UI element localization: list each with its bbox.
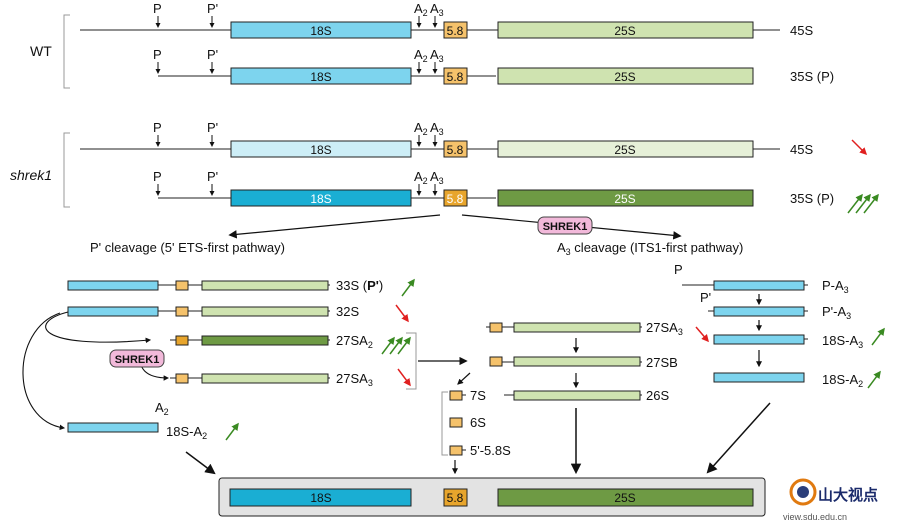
svg-text:18S: 18S (310, 143, 331, 157)
svg-text:山大视点: 山大视点 (818, 486, 878, 504)
18s-box (230, 67, 412, 85)
svg-text:P': P' (700, 290, 711, 305)
split-arrow-left (228, 214, 441, 239)
shrek1-label: shrek1 (10, 167, 52, 183)
shrek1-bracket (63, 132, 70, 208)
wt-bracket (63, 14, 70, 89)
6s-label: 6S (470, 415, 486, 430)
increase-arrow-icon (871, 327, 885, 346)
site-pp-label: P' (207, 47, 218, 62)
25s-label: 25S (614, 24, 635, 38)
18s-label: 18S (310, 24, 331, 38)
svg-text:18S: 18S (310, 491, 331, 505)
right-pathway-title: A3 cleavage (ITS1-first pathway) (557, 240, 743, 257)
svg-text:25S: 25S (614, 192, 635, 206)
middle-pathway: 27SA3 27SB 26S 7S 6S 5'-5.8S (441, 320, 683, 475)
pp-a3-label: P'-A3 (822, 304, 851, 321)
18s-a3-label: 18S-A3 (822, 333, 863, 350)
svg-text:P: P (674, 262, 683, 277)
5-8s-label: 5.8 (447, 24, 464, 38)
svg-text:18S: 18S (310, 192, 331, 206)
26s-label: 26S (646, 388, 669, 403)
site-a3-label: A3 (430, 1, 444, 18)
svg-text:SHREK1: SHREK1 (543, 221, 588, 233)
5-8s-label: 5.8 (447, 70, 464, 84)
decrease-arrow-icon (395, 304, 409, 323)
5-8s-box (443, 21, 468, 39)
45s-label: 45S (790, 23, 813, 38)
25s-box (497, 21, 754, 39)
wt-label: WT (30, 43, 52, 59)
25s-label: 25S (614, 70, 635, 84)
decrease-arrow-icon (695, 326, 709, 343)
mature-rrna-panel: 18S 5.8 25S (218, 477, 766, 517)
svg-text:25S: 25S (614, 491, 635, 505)
shrek1-45s-transcript: 18S 5.8 25S 45S (80, 139, 868, 158)
left-pathway-title: P' cleavage (5' ETS-first pathway) (90, 240, 285, 255)
wt-35s-transcript: 18S 5.8 25S 35S (P) (158, 67, 834, 85)
33s-label: 33S (P') (336, 278, 383, 293)
a2-site-label: A2 (155, 400, 169, 417)
increase-arrow-icon (867, 370, 881, 389)
site-p-label: P (153, 120, 162, 135)
18s-a2-label: 18S-A2 (166, 424, 207, 441)
watermark-logo: 山大视点 view.sdu.edu.cn (783, 478, 878, 522)
svg-text:view.sdu.edu.cn: view.sdu.edu.cn (783, 512, 847, 522)
decrease-arrow-icon (397, 368, 411, 387)
site-pp-label: P' (207, 1, 218, 16)
35s-label: 35S (P) (790, 69, 834, 84)
svg-text:45S: 45S (790, 142, 813, 157)
site-pp-label: P' (207, 120, 218, 135)
site-a3-label: A3 (430, 47, 444, 64)
18s-label: 18S (310, 70, 331, 84)
site-a3-label: A3 (430, 120, 444, 137)
increase-arrow-icon (225, 422, 239, 441)
site-p-label: P (153, 47, 162, 62)
27sa3-label: 27SA3 (336, 371, 373, 388)
27sa2-label: 27SA2 (336, 333, 373, 350)
25s-box (497, 67, 754, 85)
18s-a2-right-label: 18S-A2 (822, 372, 863, 389)
svg-text:35S (P): 35S (P) (790, 191, 834, 206)
shrek1-enzyme-badge (109, 349, 165, 368)
5-8s-box (443, 67, 468, 85)
increase-triple-arrow-icon (381, 336, 411, 355)
increase-triple-arrow-icon (847, 193, 879, 214)
7s-label: 7S (470, 388, 486, 403)
site-a2-label: A2 (414, 47, 428, 64)
shrek1-enzyme-badge (537, 216, 593, 235)
right-pathway: P P-A3 P' P'-A3 18S-A3 18S-A2 (674, 262, 885, 474)
svg-text:5.8: 5.8 (447, 192, 464, 206)
5-5-8s-label: 5'-5.8S (470, 443, 511, 458)
svg-text:5.8: 5.8 (447, 143, 464, 157)
site-p-label: P (153, 1, 162, 16)
site-p-label: P (153, 169, 162, 184)
site-a3-label: A3 (430, 169, 444, 186)
wt-45s-transcript: 18S 5.8 25S 45S (80, 21, 813, 39)
increase-arrow-icon (401, 278, 415, 297)
svg-text:5.8: 5.8 (447, 491, 464, 505)
27sa3-mid-label: 27SA3 (646, 320, 683, 337)
decrease-arrow-icon (851, 139, 868, 156)
p-a3-label: P-A3 (822, 278, 849, 295)
site-a2-label: A2 (414, 169, 428, 186)
site-pp-label: P' (207, 169, 218, 184)
18s-box (230, 21, 412, 39)
shrek1-35s-transcript: 18S 5.8 25S 35S (P) (158, 189, 879, 214)
svg-text:25S: 25S (614, 143, 635, 157)
svg-text:SHREK1: SHREK1 (115, 354, 160, 366)
27sb-label: 27SB (646, 355, 678, 370)
left-pathway: 33S (P') 32S 27SA2 27SA3 SHREK1 (22, 278, 468, 475)
32s-label: 32S (336, 304, 359, 319)
site-a2-label: A2 (414, 1, 428, 18)
site-a2-label: A2 (414, 120, 428, 137)
